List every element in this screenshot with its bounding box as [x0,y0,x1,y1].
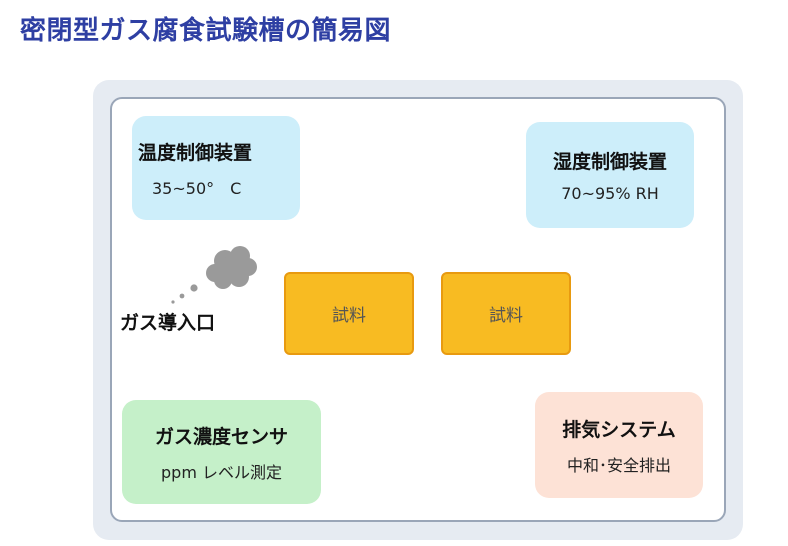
sample-2: 試料 [441,272,571,355]
gas-inlet-label: ガス導入口 [120,312,216,334]
gas-cloud-icon [171,246,257,304]
exhaust-system-box: 排気システム 中和･安全排出 [535,392,703,498]
gas-sensor-box: ガス濃度センサ ppm レベル測定 [122,400,321,504]
exhaust-system-label: 排気システム [562,418,676,441]
gas-sensor-detail: ppm レベル測定 [161,462,282,482]
humidity-controller-box: 湿度制御装置 70~95% RH [526,122,694,228]
humidity-controller-range: 70~95% RH [561,184,659,203]
sample-1: 試料 [284,272,414,355]
gas-sensor-label: ガス濃度センサ [154,425,288,448]
humidity-controller-label: 湿度制御装置 [552,151,667,173]
temperature-controller-label: 温度制御装置 [138,141,253,164]
temperature-controller-range: 35~50° C [152,178,242,198]
page-title: 密閉型ガス腐食試験槽の簡易図 [20,16,392,46]
temperature-controller-box: 温度制御装置 35~50° C [132,116,300,220]
exhaust-system-detail: 中和･安全排出 [566,455,671,475]
